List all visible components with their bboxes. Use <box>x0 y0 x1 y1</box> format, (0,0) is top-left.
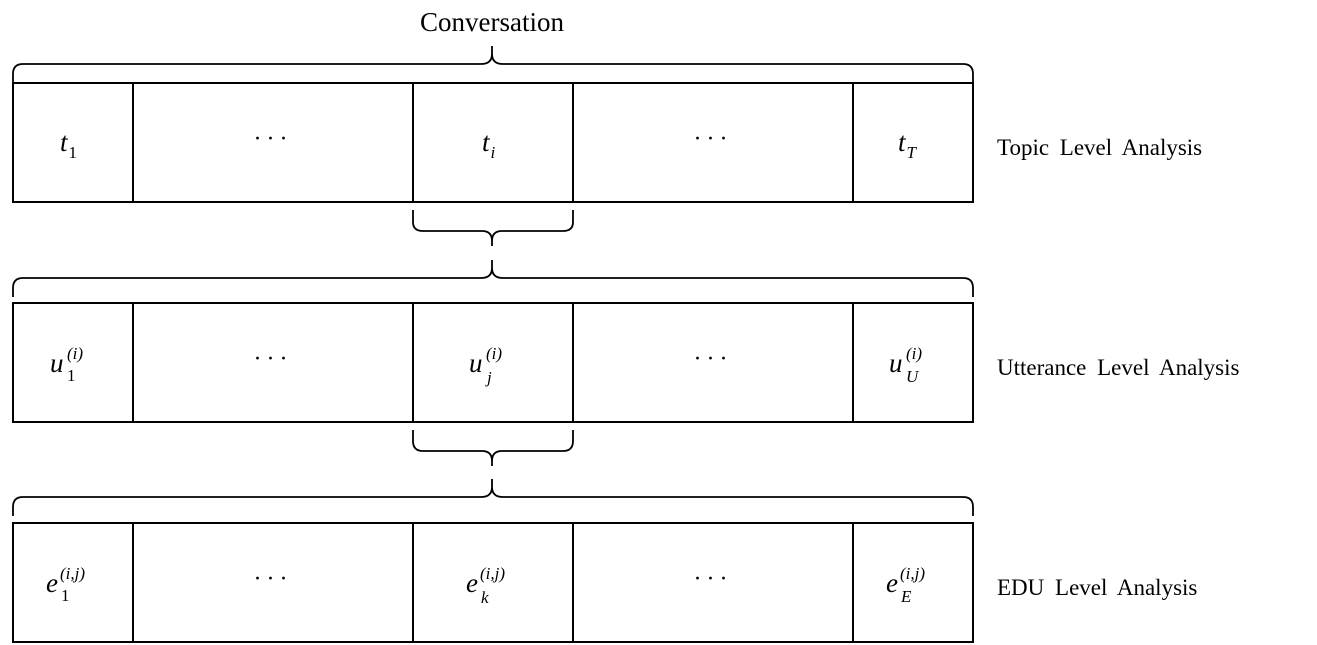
svg-text:(i,j): (i,j) <box>60 564 85 583</box>
edu-cell-last: e (i,j) E <box>886 564 925 606</box>
edu-level-row: e (i,j) 1 ··· e (i,j) k ··· e (i,j) E <box>12 522 974 643</box>
topic-cell-ellipsis: ··· <box>254 126 293 152</box>
topic-to-utterance-brace <box>412 210 574 246</box>
conversation-brace <box>12 46 974 82</box>
topic-cell-ellipsis: ··· <box>694 126 733 152</box>
utterance-cell-ellipsis: ··· <box>694 346 733 372</box>
utterance-level-brace <box>12 260 974 297</box>
utterance-cell-ellipsis: ··· <box>254 346 293 372</box>
svg-text:(i): (i) <box>486 344 502 363</box>
edu-cell-ellipsis: ··· <box>694 566 733 592</box>
topic-cell-middle: ti <box>482 127 496 162</box>
topic-cell-last: tT <box>898 127 918 162</box>
svg-text:1: 1 <box>67 366 76 385</box>
svg-text:(i,j): (i,j) <box>480 564 505 583</box>
edu-level-label: EDU Level Analysis <box>997 575 1197 600</box>
svg-text:(i): (i) <box>906 344 922 363</box>
svg-text:j: j <box>485 368 492 387</box>
utterance-level-label: Utterance Level Analysis <box>997 355 1240 380</box>
svg-text:(i): (i) <box>67 344 83 363</box>
utterance-cell-first: u (i) 1 <box>50 344 83 385</box>
utterance-cell-middle: u (i) j <box>469 344 502 387</box>
svg-text:e: e <box>466 568 478 598</box>
edu-cell-first: e (i,j) 1 <box>46 564 85 605</box>
svg-text:u: u <box>889 348 903 378</box>
svg-text:e: e <box>886 568 898 598</box>
topic-level-label: Topic Level Analysis <box>997 135 1202 160</box>
svg-text:E: E <box>900 587 912 606</box>
svg-text:U: U <box>906 367 920 386</box>
svg-text:u: u <box>50 348 64 378</box>
topic-row-frame <box>12 82 974 203</box>
edu-row-frame <box>12 522 974 643</box>
edu-cell-ellipsis: ··· <box>254 566 293 592</box>
svg-text:u: u <box>469 348 483 378</box>
topic-cell-first: t1 <box>60 127 77 162</box>
edu-cell-middle: e (i,j) k <box>466 564 505 607</box>
topic-level-row: t1 ··· ti ··· tT <box>12 82 974 203</box>
edu-level-brace <box>12 479 974 516</box>
utterance-cell-last: u (i) U <box>889 344 922 386</box>
svg-text:e: e <box>46 568 58 598</box>
utterance-row-frame <box>12 302 974 423</box>
svg-text:1: 1 <box>61 586 70 605</box>
diagram-title: Conversation <box>420 7 564 37</box>
svg-text:(i,j): (i,j) <box>900 564 925 583</box>
utterance-level-row: u (i) 1 ··· u (i) j ··· u (i) U <box>12 302 974 423</box>
svg-text:k: k <box>481 588 489 607</box>
utterance-to-edu-brace <box>412 430 574 466</box>
